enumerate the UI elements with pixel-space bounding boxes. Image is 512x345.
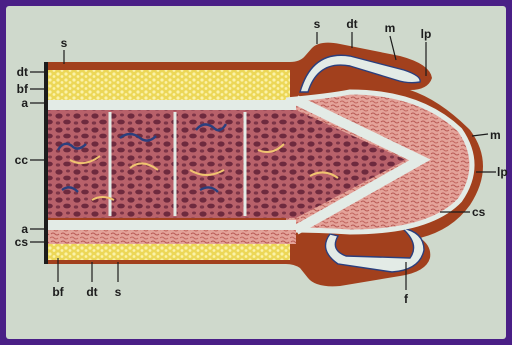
fascia-fat-layer-top	[48, 70, 290, 100]
label-m-right: m	[490, 128, 501, 142]
label-cc-left: cc	[15, 153, 29, 167]
tunica-albuginea-bottom	[48, 220, 296, 230]
label-cs-right: cs	[472, 205, 486, 219]
label-lp-top: lp	[421, 27, 432, 41]
label-dt-top: dt	[346, 17, 357, 31]
label-a-left-bottom: a	[21, 222, 28, 236]
label-m-top: m	[385, 21, 396, 35]
label-cs-left: cs	[15, 235, 29, 249]
label-s-top: s	[314, 17, 321, 31]
label-dt-left: dt	[17, 65, 28, 79]
cut-edge	[44, 62, 48, 264]
label-lp-right: lp	[497, 165, 508, 179]
fascia-fat-layer-bottom	[48, 244, 290, 260]
label-bf-left: bf	[17, 82, 29, 96]
label-s-bottom: s	[115, 285, 122, 299]
label-dt-bottom: dt	[86, 285, 97, 299]
label-bf-bottom: bf	[52, 285, 64, 299]
label-a-left-top: a	[21, 96, 28, 110]
tunica-albuginea-top	[48, 100, 296, 110]
corpus-spongiosum-strip	[48, 230, 296, 244]
label-s-top-left: s	[61, 36, 68, 50]
